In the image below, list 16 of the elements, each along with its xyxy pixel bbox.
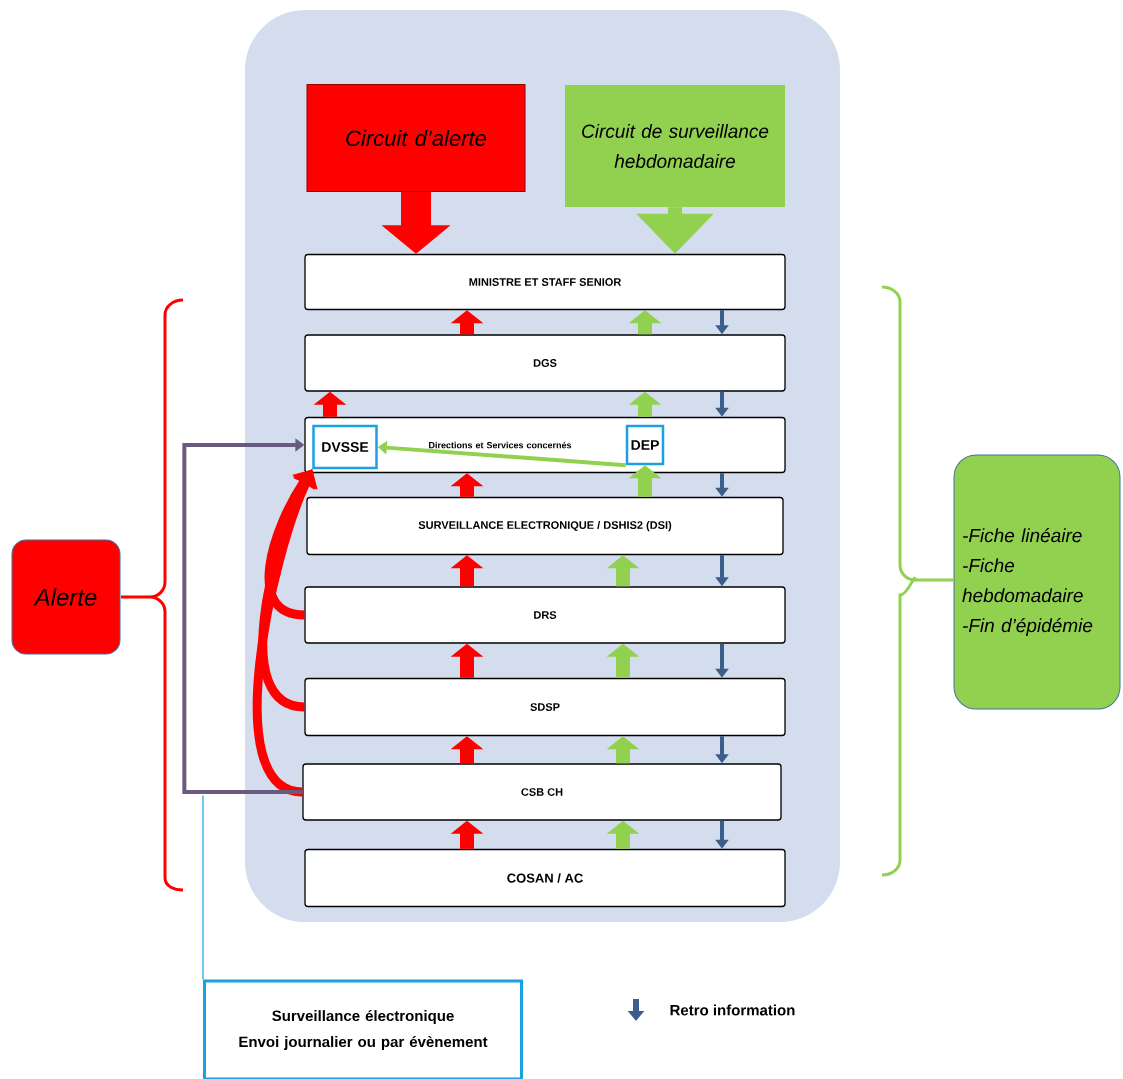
level-box: MINISTRE ET STAFF SENIOR — [304, 253, 786, 311]
level-box: DRS — [304, 586, 786, 644]
level-box: COSAN / AC — [304, 848, 786, 908]
level-box: SURVEILLANCE ELECTRONIQUE / DSHIS2 (DSI) — [306, 496, 784, 556]
level-box: SDSP — [304, 677, 786, 737]
circuit-box: Circuit d’alerte — [306, 84, 526, 192]
document-box: -Fiche linéaire -Fiche hebdomadaire -Fin d’épidémie — [953, 454, 1121, 710]
leader-line — [202, 794, 204, 981]
level-box: DGS — [304, 334, 786, 392]
service-box: DVSSE — [312, 424, 378, 470]
legend-text: Retro information — [670, 1004, 795, 1016]
alert-box: Alerte — [11, 539, 121, 655]
level-box: CSB CH — [302, 763, 782, 821]
circuit-box: Circuit de surveillance hebdomadaire — [565, 85, 785, 207]
service-box: DEP — [625, 424, 665, 466]
legend-box: Surveillance électronique Envoi journalier ou par évènement — [203, 979, 523, 1079]
